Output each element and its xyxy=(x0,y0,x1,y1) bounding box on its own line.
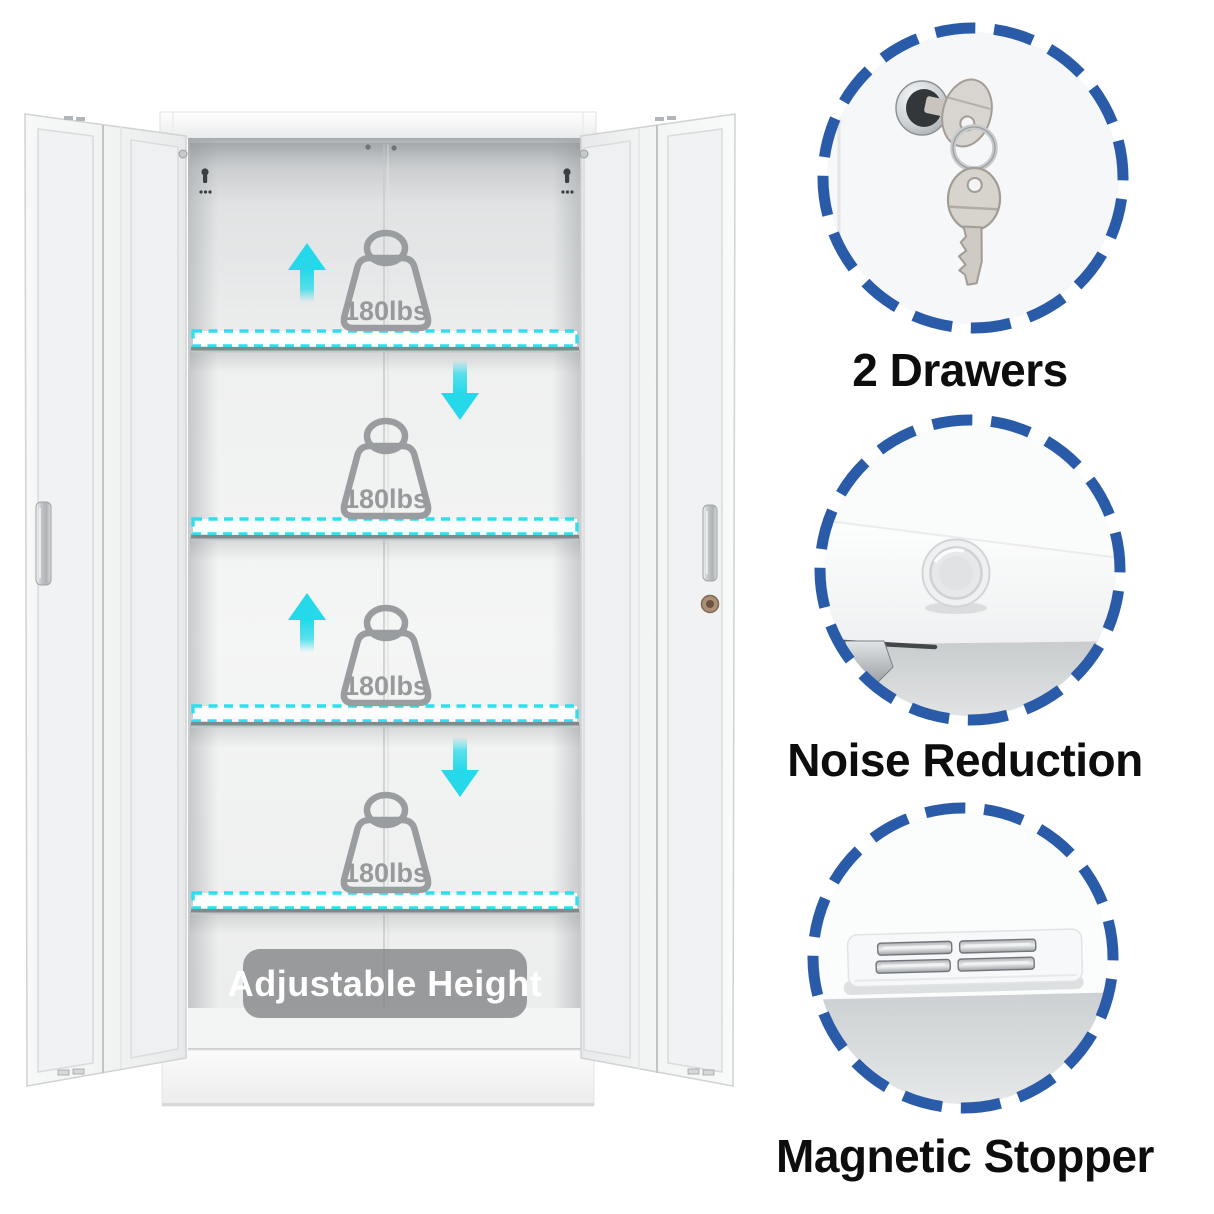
left-door xyxy=(24,113,188,1087)
hinge-slot xyxy=(687,1068,700,1075)
svg-text:180lbs: 180lbs xyxy=(344,858,428,888)
direction-arrows xyxy=(288,243,479,797)
feature-drawers xyxy=(807,12,1139,344)
latch-nub xyxy=(178,149,188,159)
door-recess-panel xyxy=(37,128,94,1073)
hinge-slot xyxy=(667,116,676,120)
feature-label-noise-reduction: Noise Reduction xyxy=(787,734,1143,786)
right-door xyxy=(579,113,736,1087)
hinge-slot xyxy=(72,1068,85,1075)
hanging-key xyxy=(946,166,1002,286)
lock-and-keys-photo xyxy=(817,22,1129,334)
weight-capacity-icon: 180lbs xyxy=(340,604,432,707)
adjustable-height-badge: Adjustable Height xyxy=(228,949,543,1018)
magnet-strip-icon xyxy=(876,940,953,956)
hinge-slot xyxy=(702,1069,715,1076)
mounting-keyhole-icon xyxy=(561,168,574,194)
blue-dashed-ring xyxy=(814,414,1126,726)
cabinet-base xyxy=(161,1049,595,1107)
cabinet-top-cap xyxy=(159,111,597,144)
latch-nub xyxy=(579,149,589,159)
weight-capacity-icon: 180lbs xyxy=(340,791,432,894)
shelf-highlights xyxy=(191,329,579,915)
down-arrow-icon xyxy=(441,737,479,797)
door-recess-panel xyxy=(667,128,723,1073)
screw-dot xyxy=(391,145,397,151)
svg-text:180lbs: 180lbs xyxy=(344,671,428,701)
shelf-highlight-strip xyxy=(191,891,579,915)
hinge-slot xyxy=(64,116,73,120)
feature-label-magnetic-stopper: Magnetic Stopper xyxy=(776,1130,1154,1182)
feature-magnetic-stopper xyxy=(797,792,1129,1124)
blue-dashed-ring xyxy=(807,802,1119,1114)
mounting-keyhole-icon xyxy=(199,168,212,194)
right-door-handle xyxy=(702,504,718,582)
magnet-strip-icon xyxy=(958,938,1037,954)
screw-dot xyxy=(365,144,371,150)
shelf-highlight-strip xyxy=(191,517,579,541)
magnet-strips-photo xyxy=(807,802,1119,1114)
up-arrow-icon xyxy=(288,243,326,302)
door-recess-panel xyxy=(130,139,179,1059)
rubber-bumper-icon xyxy=(921,538,991,614)
left-door-handle xyxy=(35,501,52,586)
hinge-slot xyxy=(76,117,85,121)
weight-capacity-icon: 180lbs xyxy=(340,229,432,332)
svg-text:Adjustable Height: Adjustable Height xyxy=(228,963,543,1004)
door-recess-panel xyxy=(583,140,631,1059)
shelf-highlight-strip xyxy=(191,329,579,353)
weight-icons: 180lbs 180lbs 180lbs 180lbs xyxy=(340,229,432,894)
hinge-slot xyxy=(57,1069,70,1076)
blue-dashed-ring xyxy=(817,22,1129,334)
stopper-plate xyxy=(843,928,1084,995)
magnet-strip-icon xyxy=(957,956,1035,972)
down-arrow-icon xyxy=(441,360,479,420)
door-lock xyxy=(700,594,720,614)
lock-cylinder-icon xyxy=(895,80,951,136)
feature-label-drawers: 2 Drawers xyxy=(852,344,1068,396)
cabinet-interior xyxy=(188,140,582,1052)
shelf-highlight-strip xyxy=(191,704,579,728)
magnet-strip-icon xyxy=(875,958,951,974)
weight-capacity-icon: 180lbs xyxy=(340,417,432,520)
svg-text:180lbs: 180lbs xyxy=(344,484,428,514)
door-bumper-photo xyxy=(814,414,1126,726)
up-arrow-icon xyxy=(288,593,326,652)
svg-text:180lbs: 180lbs xyxy=(344,296,428,326)
hinge-slot xyxy=(655,117,664,121)
feature-noise-reduction xyxy=(804,404,1136,736)
